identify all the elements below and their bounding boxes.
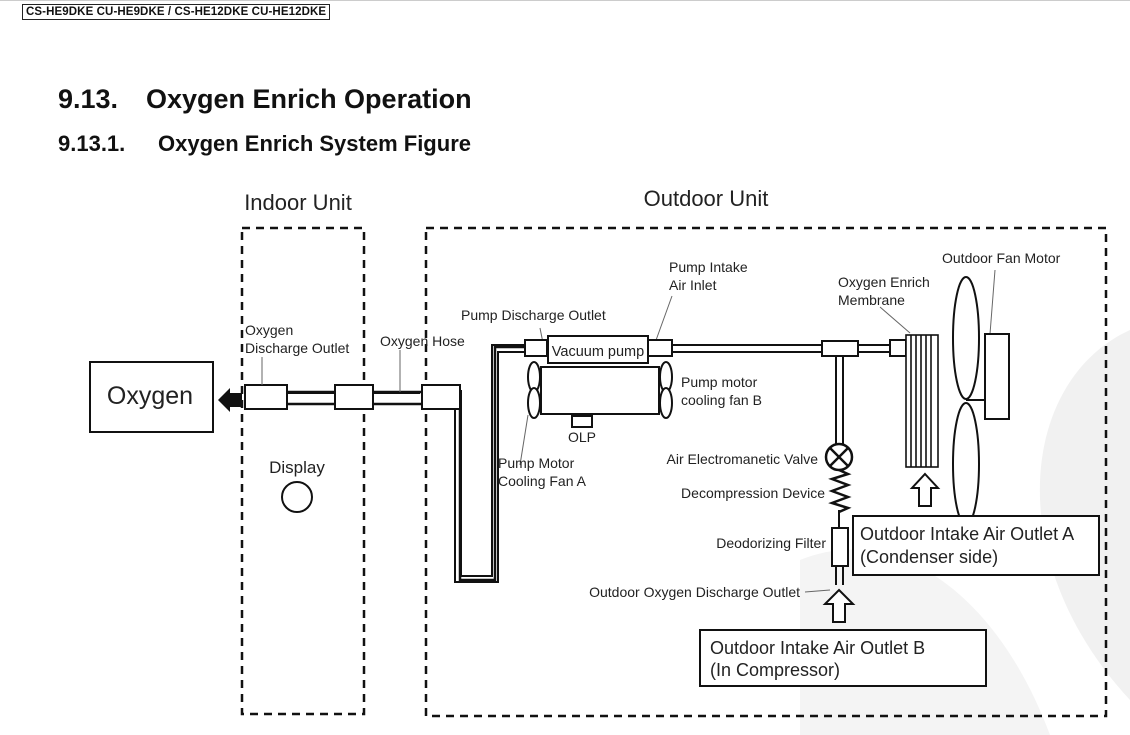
display-indicator-icon [281,481,313,513]
decompression-label: Decompression Device [681,485,825,501]
outlet-b-box [699,629,987,687]
outdoor-fan-motor-label: Outdoor Fan Motor [942,250,1061,266]
oxygen-box-label: Oxygen [107,382,193,410]
pump-intake-connector [647,339,673,357]
section-number: 9.13. [58,84,119,114]
subsection-number: 9.13.1. [58,131,126,156]
outlet-a-line2: (Condenser side) [860,547,998,567]
model-label: CS-HE9DKE CU-HE9DKE / CS-HE12DKE CU-HE12… [22,4,331,20]
membrane-label-1: Oxygen Enrich [838,274,930,290]
display-label: Display [269,458,325,477]
pump-motor [540,366,660,415]
olp-label: OLP [568,429,596,445]
fan-b-label-2: cooling fan B [681,392,762,408]
subsection-title: 9.13.1. Oxygen Enrich System Figure [58,131,471,157]
oxygen-discharge-outlet-connector [244,384,288,410]
outdoor-fan-blade-bottom-icon [952,402,980,526]
outdoor-fan-motor [984,333,1010,420]
pipe-lines [287,344,890,585]
pump-discharge-outlet-label: Pump Discharge Outlet [461,307,606,323]
intake-arrow-a-icon [909,472,941,507]
leader-lines [261,269,996,593]
oxygen-hose-label: Oxygen Hose [380,333,465,349]
outdoor-unit-title: Outdoor Unit [644,186,769,211]
section-title-text: Oxygen Enrich Operation [146,84,472,114]
outlet-b-line2: (In Compressor) [710,660,840,680]
oxygen-discharge-outlet-label-1: Oxygen [245,322,293,338]
outdoor-unit-boundary [424,226,1108,718]
deodorizing-filter [831,527,849,567]
outlet-a-box [852,515,1100,576]
outlet-a-line1: Outdoor Intake Air Outlet A [860,524,1074,544]
hose-joint-connector [334,384,374,410]
section-title: 9.13. Oxygen Enrich Operation [58,84,472,115]
pump-intake-label-1: Pump Intake [669,259,748,275]
vacuum-pump-label: Vacuum pump [552,344,644,360]
outlet-b-line1: Outdoor Intake Air Outlet B [710,638,925,658]
pump-discharge-connector [524,339,548,357]
oxygen-discharge-outlet-label-2: Discharge Outlet [245,340,349,356]
outdoor-fan-blade-top-icon [952,276,980,400]
decompression-spring-icon [828,468,852,514]
deodorizing-filter-label: Deodorizing Filter [716,535,826,551]
vacuum-pump [547,335,649,364]
outdoor-oxygen-discharge-label: Outdoor Oxygen Discharge Outlet [589,584,800,600]
membrane-connector [889,339,907,357]
intake-arrow-b-icon [822,588,856,623]
tee-junction [821,340,859,357]
oxygen-box [89,361,214,433]
olp-component [571,415,593,428]
fan-a-label-1: Pump Motor [498,455,575,471]
membrane-label-2: Membrane [838,292,905,308]
subsection-title-text: Oxygen Enrich System Figure [158,131,471,156]
fan-b-label-1: Pump motor [681,374,758,390]
fan-a-label-2: Cooling Fan A [498,473,587,489]
indoor-unit-title: Indoor Unit [244,190,352,215]
air-valve-label: Air Electromanetic Valve [667,451,819,467]
fan-b-blade-bottom-icon [659,387,673,419]
top-rule [0,0,1130,1]
hose-wall-connector [421,384,461,410]
valve-cross-2 [829,447,849,467]
oxygen-output-arrow-icon [218,388,242,412]
pump-intake-label-2: Air Inlet [669,277,717,293]
oxygen-enrich-membrane [905,334,939,468]
indoor-unit-boundary [240,226,366,716]
fan-a-blade-bottom-icon [527,387,541,419]
